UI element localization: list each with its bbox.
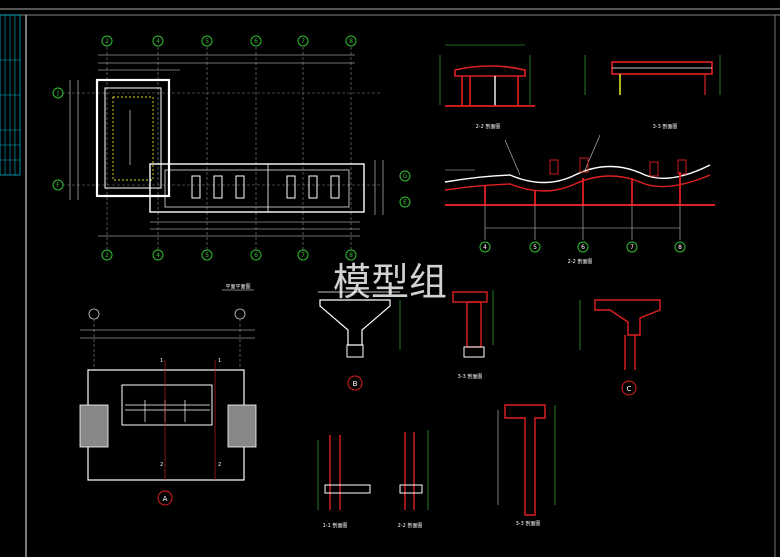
section-caption-3-3-mid: 3-3 剖面图 — [458, 373, 483, 380]
axis-label-bottom-1: 2 — [105, 252, 109, 259]
section-caption-2-2-small: 2-2 剖面图 — [476, 123, 501, 130]
detail-b: B — [318, 291, 401, 391]
callout-b-ring — [347, 375, 363, 391]
floor-plan: 2 4 5 6 7 8 2 4 5 6 7 8 J F G E 平面平面图 — [52, 35, 411, 291]
axis-label-right-2: E — [403, 199, 407, 206]
axis-label-bottom-6: 8 — [349, 252, 353, 259]
elevation-mark-left-2: 2 — [160, 462, 163, 468]
axis-label-left-1: J — [56, 90, 59, 97]
axis-label-top-3: 5 — [205, 38, 209, 45]
axis-label-top-4: 6 — [254, 38, 258, 45]
axis-label-top-5: 7 — [301, 38, 305, 45]
elevation-mark-right-1: 1 — [218, 358, 221, 364]
section-caption-3-3-small: 3-3 剖面图 — [653, 123, 678, 130]
axis-label-top-1: 2 — [105, 38, 109, 45]
callout-c-label: C — [627, 385, 632, 393]
long-section-axis-4: 7 — [630, 244, 634, 251]
detail-c: C — [579, 299, 661, 396]
axis-label-left-2: F — [56, 182, 60, 189]
section-3-3: 3-3 剖面图 — [497, 404, 556, 527]
long-section-axis-3: 6 — [581, 244, 585, 251]
watermark-text: 模型组 — [333, 260, 447, 304]
axis-label-right-1: G — [403, 173, 408, 180]
axis-label-bottom-4: 6 — [254, 252, 258, 259]
pavilion-outline — [95, 78, 171, 198]
long-section-axis-2: 5 — [533, 244, 537, 251]
axis-label-bottom-2: 4 — [156, 252, 160, 259]
axis-label-top-6: 8 — [349, 38, 353, 45]
section-caption-1-1: 1-1 剖面图 — [323, 522, 348, 529]
title-block-strip — [0, 14, 21, 176]
callout-a-label: A — [163, 495, 168, 503]
long-section: 4 5 6 7 8 2-2 剖面图 — [444, 134, 715, 265]
section-detail-top-right: 3-3 剖面图 — [584, 55, 721, 130]
callout-b-label: B — [353, 380, 358, 388]
section-caption-2-2-bottom: 2-2 剖面图 — [398, 522, 423, 529]
corridor-outline — [149, 163, 365, 213]
callout-c-ring — [621, 380, 637, 396]
axis-label-bottom-3: 5 — [205, 252, 209, 259]
plan-caption: 平面平面图 — [225, 284, 250, 290]
section-caption-3-3-bottom: 3-3 剖面图 — [516, 520, 541, 527]
callout-a-ring — [157, 490, 173, 506]
elevation-a: 1 2 1 2 A — [79, 308, 257, 506]
section-detail-top-left: 2-2 剖面图 — [439, 44, 535, 130]
section-2-2: 2-2 剖面图 — [398, 430, 429, 529]
long-section-axis-5: 8 — [678, 244, 682, 251]
axis-label-bottom-5: 7 — [301, 252, 305, 259]
axis-label-top-2: 4 — [156, 38, 160, 45]
long-section-axis-1: 4 — [483, 244, 487, 251]
section-1-1: 1-1 剖面图 — [317, 435, 371, 529]
long-section-caption: 2-2 剖面图 — [568, 258, 593, 265]
detail-mid-section: 3-3 剖面图 — [452, 290, 494, 380]
elevation-mark-right-2: 2 — [218, 462, 221, 468]
elevation-mark-left-1: 1 — [160, 358, 163, 364]
